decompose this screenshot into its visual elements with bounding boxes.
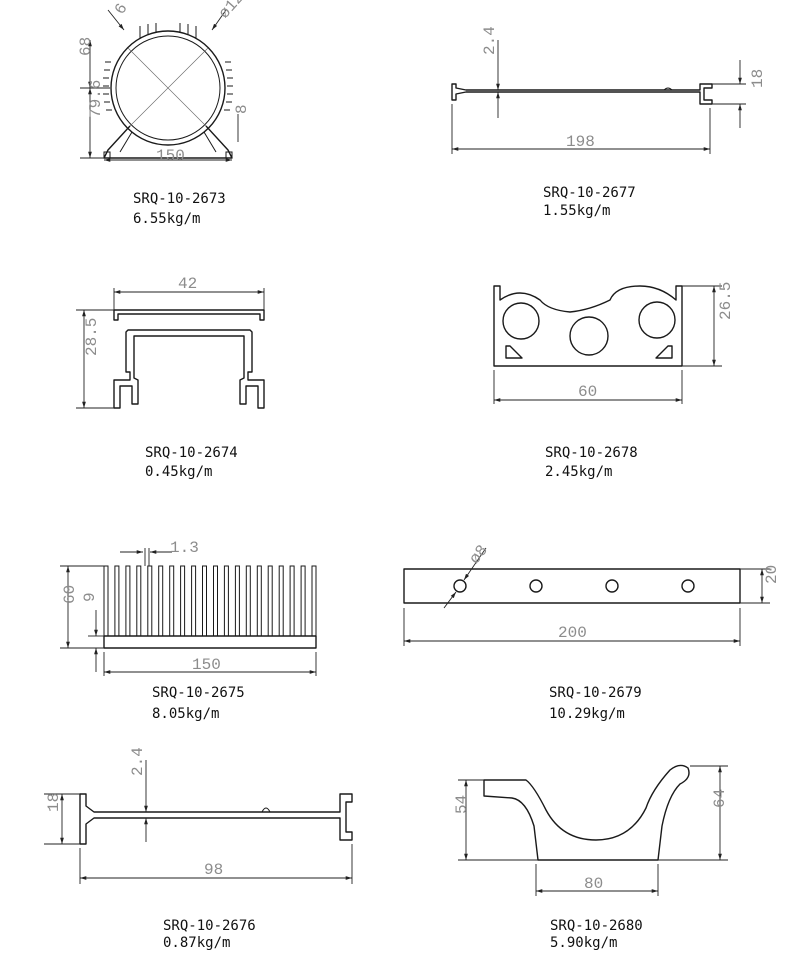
dim-height-label: 79.6 — [87, 80, 105, 118]
dim-width-label: 60 — [578, 383, 597, 401]
profile-srq-10-2674: 42 28.5 SRQ-10-2674 0.45kg/m — [76, 275, 265, 480]
profile-code: SRQ-10-2676 — [163, 918, 256, 934]
dim-width-label: 42 — [178, 275, 197, 293]
dim-thickness-label: 8 — [233, 104, 251, 114]
heatsink-fin — [300, 565, 306, 637]
dim-width-label: 80 — [584, 875, 603, 893]
dim-height-label: 20 — [763, 565, 781, 584]
profile-weight: 8.05kg/m — [152, 706, 219, 722]
profile-srq-10-2675: 1.3 60 9 150 SRQ-10-2675 8.05kg/m — [60, 539, 317, 722]
round-heatsink-drawing — [103, 23, 233, 159]
heatsink-fin — [180, 565, 186, 637]
profile-srq-10-2677: 2.4 18 198 SRQ-10-2677 1.55kg/m — [451, 26, 767, 219]
dim-height-label: 60 — [61, 585, 79, 604]
profile-srq-10-2680: 54 64 80 SRQ-10-2680 5.90kg/m — [453, 764, 729, 951]
dimension-lines — [458, 765, 728, 896]
profile-weight: 1.55kg/m — [543, 203, 610, 219]
dimension-lines — [403, 547, 770, 646]
profile-code: SRQ-10-2675 — [152, 685, 245, 701]
dimension-lines — [44, 760, 353, 884]
heatsink-fin — [169, 565, 175, 637]
dim-angle-label: 6 — [111, 0, 131, 17]
profile-code: SRQ-10-2679 — [549, 685, 642, 701]
profile-weight: 2.45kg/m — [545, 464, 612, 480]
profile-weight: 0.45kg/m — [145, 464, 212, 480]
profile-srq-10-2679: ø8 20 200 SRQ-10-2679 10.29kg/m — [403, 542, 781, 722]
dimension-lines — [493, 285, 722, 404]
dim-thickness-label: 2.4 — [129, 747, 147, 776]
heatsink-fin — [311, 565, 317, 637]
dim-diameter-label: ø8 — [466, 542, 492, 568]
dim-height-label: 18 — [749, 69, 767, 88]
dimension-lines — [60, 548, 317, 676]
heatsink-fins — [103, 565, 317, 637]
heatsink-fin — [234, 565, 240, 637]
perforated-bar-drawing — [403, 568, 741, 604]
heatsink-fin — [103, 565, 109, 637]
profile-srq-10-2673: 6 ø12.5 68 79.6 8 150 SRQ-10-2673 6.55kg… — [77, 0, 261, 227]
three-hole-block-drawing — [493, 285, 683, 367]
profile-weight: 10.29kg/m — [549, 706, 625, 722]
heatsink-fin — [136, 565, 142, 637]
profile-code: SRQ-10-2673 — [133, 191, 226, 207]
heatsink-fin — [125, 565, 131, 637]
dim-height-label: 18 — [45, 793, 63, 812]
dim-width-label: 98 — [204, 861, 223, 879]
heatsink-fin — [223, 565, 229, 637]
profile-weight: 5.90kg/m — [550, 935, 617, 951]
dim-height-label: 54 — [453, 795, 471, 814]
channel-drawing — [113, 309, 265, 409]
dim-diameter-label: ø12.5 — [215, 0, 261, 22]
flat-profile-drawing — [79, 793, 353, 845]
dim-height-label: 64 — [711, 789, 729, 808]
dim-width-label: 150 — [156, 147, 185, 165]
heatsink-fin — [256, 565, 262, 637]
heatsink-fin — [289, 565, 295, 637]
profile-srq-10-2676: 2.4 18 98 SRQ-10-2676 0.87kg/m — [44, 747, 353, 951]
heatsink-fin — [202, 565, 207, 637]
profile-srq-10-2678: 26.5 60 SRQ-10-2678 2.45kg/m — [493, 282, 735, 480]
heatsink-fin — [147, 565, 153, 637]
saddle-clamp-drawing — [483, 764, 690, 861]
dim-height-label: 68 — [77, 37, 95, 56]
heatsink-fin — [213, 565, 218, 637]
heatsink-fin — [191, 565, 197, 637]
profile-weight: 0.87kg/m — [163, 935, 230, 951]
dim-height-label: 28.5 — [83, 318, 101, 356]
dim-base-label: 9 — [81, 592, 99, 602]
heatsink-fin — [278, 565, 284, 637]
dim-width-label: 150 — [192, 656, 221, 674]
dimension-lines — [76, 288, 265, 409]
dim-fin-thickness-label: 1.3 — [170, 539, 199, 557]
flat-profile-drawing — [451, 83, 713, 105]
heatsink-fin — [245, 565, 251, 637]
heatsink-fin — [267, 565, 273, 637]
heatsink-fin — [158, 565, 164, 637]
dim-thickness-label: 2.4 — [481, 26, 499, 55]
dim-width-label: 198 — [566, 133, 595, 151]
profile-code: SRQ-10-2678 — [545, 445, 638, 461]
dim-width-label: 200 — [558, 624, 587, 642]
profile-code: SRQ-10-2677 — [543, 185, 636, 201]
profile-code: SRQ-10-2680 — [550, 918, 643, 934]
dimension-lines — [451, 40, 746, 154]
profile-weight: 6.55kg/m — [133, 211, 200, 227]
dim-height-label: 26.5 — [717, 282, 735, 320]
dimension-lines — [80, 9, 239, 162]
heatsink-fin — [114, 565, 120, 637]
finned-heatsink-drawing — [103, 565, 317, 649]
profile-code: SRQ-10-2674 — [145, 445, 238, 461]
